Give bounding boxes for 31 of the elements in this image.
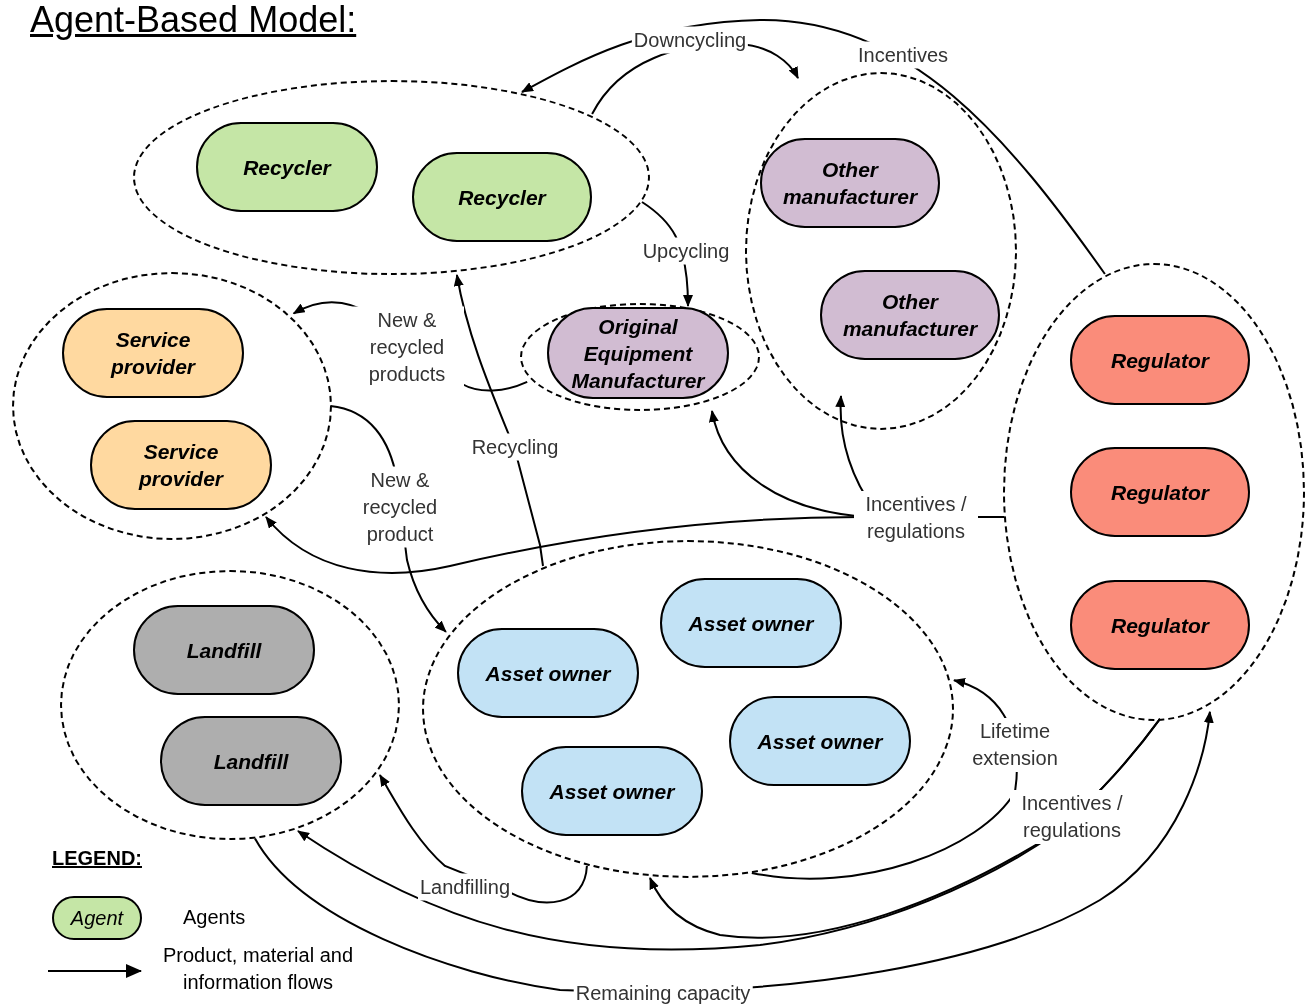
agent-node: Service provider	[62, 308, 244, 398]
edge-label: Downcycling	[631, 26, 749, 54]
group-ellipse	[60, 570, 400, 840]
agent-node: Regulator	[1070, 447, 1250, 537]
agent-node: Other manufacturer	[820, 270, 1000, 360]
agent-node: Landfill	[133, 605, 315, 695]
group-ellipse	[1003, 263, 1305, 721]
diagram-title: Agent-Based Model:	[30, 0, 357, 40]
legend-text: Agents	[183, 906, 246, 929]
agent-node: Asset owner	[729, 696, 911, 786]
group-ellipse	[745, 72, 1017, 430]
group-ellipse	[12, 272, 332, 540]
agent-node: Other manufacturer	[760, 138, 940, 228]
agent-node: Service provider	[90, 420, 272, 510]
group-ellipse	[520, 303, 760, 411]
agent-node: Landfill	[160, 716, 342, 806]
legend-heading: LEGEND:	[52, 847, 142, 870]
legend-text: Product, material and information flows	[161, 943, 355, 995]
edge-label: Incentives / regulations	[854, 491, 978, 545]
edge-label: Landfilling	[417, 873, 513, 901]
agent-node: Regulator	[1070, 315, 1250, 405]
agent-node: Original Equipment Manufacturer	[547, 307, 729, 399]
agent-swatch: Agent	[52, 896, 142, 940]
agent-node: Recycler	[196, 122, 378, 212]
agent-node: Regulator	[1070, 580, 1250, 670]
edge-label: New & recycled products	[350, 306, 464, 388]
agent-node: Recycler	[412, 152, 592, 242]
agent-node: Asset owner	[457, 628, 639, 718]
agent-node: Asset owner	[660, 578, 842, 668]
agent-node: Asset owner	[521, 746, 703, 836]
arrow	[454, 274, 544, 567]
